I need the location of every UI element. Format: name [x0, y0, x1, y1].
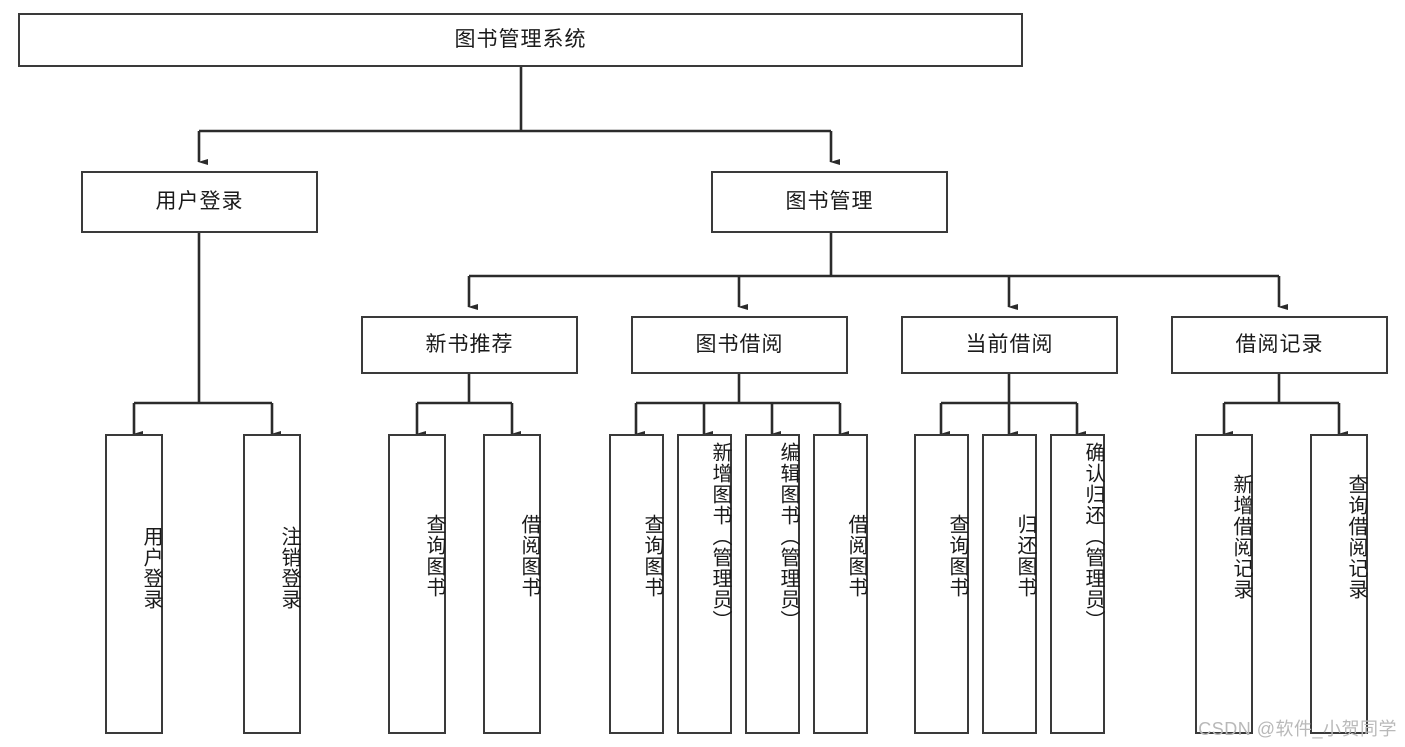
node-label: 查询图书 — [423, 514, 445, 598]
node-label: 借阅图书 — [518, 514, 540, 598]
node-leaf-add-book[interactable]: 新增图书（管理员） — [677, 434, 732, 734]
node-label: 确认归还（管理员） — [1082, 442, 1104, 631]
node-label: 图书管理 — [785, 190, 874, 214]
node-leaf-user-login[interactable]: 用户登录 — [105, 434, 163, 734]
node-label: 归还图书 — [1014, 514, 1036, 598]
node-label: 图书借阅 — [695, 333, 784, 357]
node-label: 新书推荐 — [425, 333, 514, 357]
node-leaf-query-book-3[interactable]: 查询图书 — [914, 434, 969, 734]
node-leaf-borrow-book-2[interactable]: 借阅图书 — [813, 434, 868, 734]
node-label: 注销登录 — [278, 526, 300, 610]
node-new-book-recommend[interactable]: 新书推荐 — [361, 316, 578, 374]
node-leaf-logout-login[interactable]: 注销登录 — [243, 434, 301, 734]
node-label: 新增图书（管理员） — [709, 442, 731, 631]
node-label: 借阅图书 — [845, 514, 867, 598]
node-leaf-confirm-return[interactable]: 确认归还（管理员） — [1050, 434, 1105, 734]
node-leaf-edit-book[interactable]: 编辑图书（管理员） — [745, 434, 800, 734]
node-label: 当前借阅 — [965, 333, 1054, 357]
node-leaf-return-book[interactable]: 归还图书 — [982, 434, 1037, 734]
node-label: 用户登录 — [140, 526, 162, 610]
node-label: 图书管理系统 — [454, 28, 587, 52]
node-root-book-management-system[interactable]: 图书管理系统 — [18, 13, 1023, 67]
node-label: 借阅记录 — [1235, 333, 1324, 357]
node-leaf-borrow-book-1[interactable]: 借阅图书 — [483, 434, 541, 734]
node-label: 查询图书 — [641, 514, 663, 598]
node-book-management[interactable]: 图书管理 — [711, 171, 948, 233]
watermark-text: CSDN @软件_小贺同学 — [1198, 719, 1397, 739]
node-leaf-query-book-1[interactable]: 查询图书 — [388, 434, 446, 734]
node-label: 查询借阅记录 — [1345, 474, 1367, 600]
node-label: 编辑图书（管理员） — [777, 442, 799, 631]
node-current-borrow[interactable]: 当前借阅 — [901, 316, 1118, 374]
node-borrow-record[interactable]: 借阅记录 — [1171, 316, 1388, 374]
node-label: 查询图书 — [946, 514, 968, 598]
node-leaf-query-record[interactable]: 查询借阅记录 — [1310, 434, 1368, 734]
node-leaf-add-record[interactable]: 新增借阅记录 — [1195, 434, 1253, 734]
node-book-borrow[interactable]: 图书借阅 — [631, 316, 848, 374]
node-label: 用户登录 — [155, 190, 244, 214]
node-label: 新增借阅记录 — [1230, 474, 1252, 600]
node-leaf-query-book-2[interactable]: 查询图书 — [609, 434, 664, 734]
node-user-login[interactable]: 用户登录 — [81, 171, 318, 233]
